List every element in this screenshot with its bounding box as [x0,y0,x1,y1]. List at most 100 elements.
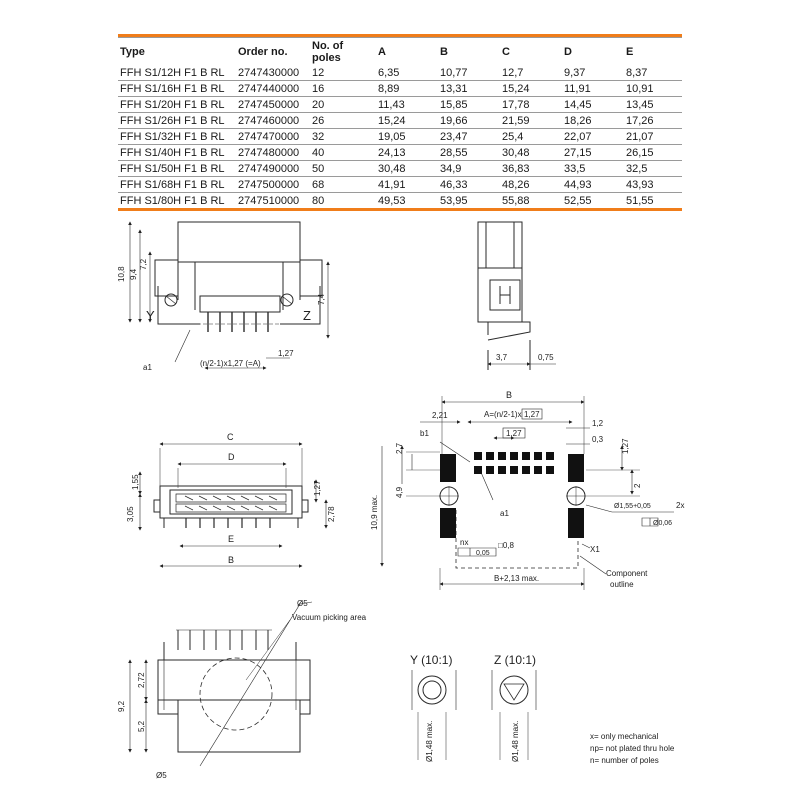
label-component: Component [606,569,648,578]
label-a1-front: a1 [143,363,152,372]
label-b-fp: B [506,390,512,400]
dim-3-05: 3,05 [126,506,135,522]
label-e: E [228,534,234,544]
table-cell: 2747480000 [236,144,310,161]
count-2x: 2x [676,501,684,510]
table-cell: 2747510000 [236,192,310,211]
column-header: Order no. [238,46,288,58]
bottom-view [128,601,313,767]
dim-pitch-val: 1,27 [524,410,540,419]
table-cell: 32,5 [624,160,682,177]
detail-z [491,670,537,760]
table-cell: 21,59 [500,112,562,129]
detail-y-title: Y (10:1) [410,653,452,667]
dim-width-max: B+2,13 max. [494,574,539,583]
table-cell: 20 [310,96,376,113]
detail-z-title: Z (10:1) [494,653,536,667]
table-cell: 10,77 [438,65,500,81]
table-cell: 16 [310,80,376,97]
table-cell: FFH S1/26H F1 B RL [118,112,236,129]
label-outline: outline [610,580,634,589]
table-cell: 22,07 [562,128,624,145]
table-cell: 18,26 [562,112,624,129]
table-cell: 49,53 [376,192,438,211]
dim-7-4: 7,4 [317,293,326,305]
side-view [477,221,556,370]
footprint-view [382,396,674,590]
table-cell: 12 [310,65,376,81]
dim-3-7: 3,7 [496,353,508,362]
note-2: np= not plated thru hole [590,744,675,753]
table-cell: 52,55 [562,192,624,211]
table-cell: FFH S1/50H F1 B RL [118,160,236,177]
table-cell: 27,15 [562,144,624,161]
table-cell: 23,47 [438,128,500,145]
dim-9-2: 9,2 [117,700,126,712]
table-cell: 2747430000 [236,65,310,81]
table-cell: 11,91 [562,80,624,97]
table-cell: 19,66 [438,112,500,129]
dim-10-8: 10,8 [117,266,126,282]
square-0-8: □0,8 [498,541,515,550]
column-header: No. of poles [312,40,344,64]
table-cell: 8,89 [376,80,438,97]
dim-7-2: 7,2 [139,258,148,270]
dim-1-2: 1,2 [592,419,604,428]
table-cell: 32 [310,128,376,145]
label-c: C [227,432,234,442]
table-cell: 50 [310,160,376,177]
table-cell: 43,93 [624,176,682,193]
footprint-pads [440,452,584,538]
dim-d5-top: Ø5 [297,599,308,608]
column-header: A [378,46,386,58]
hole-spec: Ø1,55+0,05 [614,503,651,510]
label-x1: X1 [590,545,600,554]
tol-np: 0,05 [476,550,490,557]
table-cell: 26 [310,112,376,129]
front-pins [207,312,269,332]
table-cell: 2747470000 [236,128,310,145]
table-cell: FFH S1/20H F1 B RL [118,96,236,113]
table-cell: 11,43 [376,96,438,113]
table-cell: 53,95 [438,192,500,211]
label-b1: b1 [420,429,429,438]
dim-2-72: 2,72 [137,672,146,688]
table-cell: 46,33 [438,176,500,193]
dim-pitch: (n/2-1)x1,27 (=A) [200,359,261,368]
detail-z-dim: Ø1,48 max. [511,721,520,762]
table-cell: 34,9 [438,160,500,177]
dim-d5-bottom: Ø5 [156,771,167,780]
label-y: Y [146,308,155,323]
dim-pitch-fp: A=(n/2-1)x [484,410,522,419]
table-cell: 8,37 [624,65,682,81]
column-header: C [502,46,510,58]
dim-2-78: 2,78 [327,506,336,522]
dim-5-2: 5,2 [137,720,146,732]
table-cell: 51,55 [624,192,682,211]
note-3: n= number of poles [590,756,659,765]
table-cell: 15,24 [500,80,562,97]
dim-10-9: 10,9 max. [370,495,379,530]
table-cell: 13,31 [438,80,500,97]
dim-0-75: 0,75 [538,353,554,362]
table-cell: 36,83 [500,160,562,177]
table-cell: 2747490000 [236,160,310,177]
dim-1-27-fp: 1,27 [506,429,522,438]
table-cell: FFH S1/32H F1 B RL [118,128,236,145]
top-view [138,442,328,568]
table-cell: 33,5 [562,160,624,177]
table-cell: 30,48 [376,160,438,177]
vacuum-area-label: Vacuum picking area [292,613,367,622]
table-cell: 44,93 [562,176,624,193]
label-b-top: B [228,555,234,565]
table-cell: 10,91 [624,80,682,97]
